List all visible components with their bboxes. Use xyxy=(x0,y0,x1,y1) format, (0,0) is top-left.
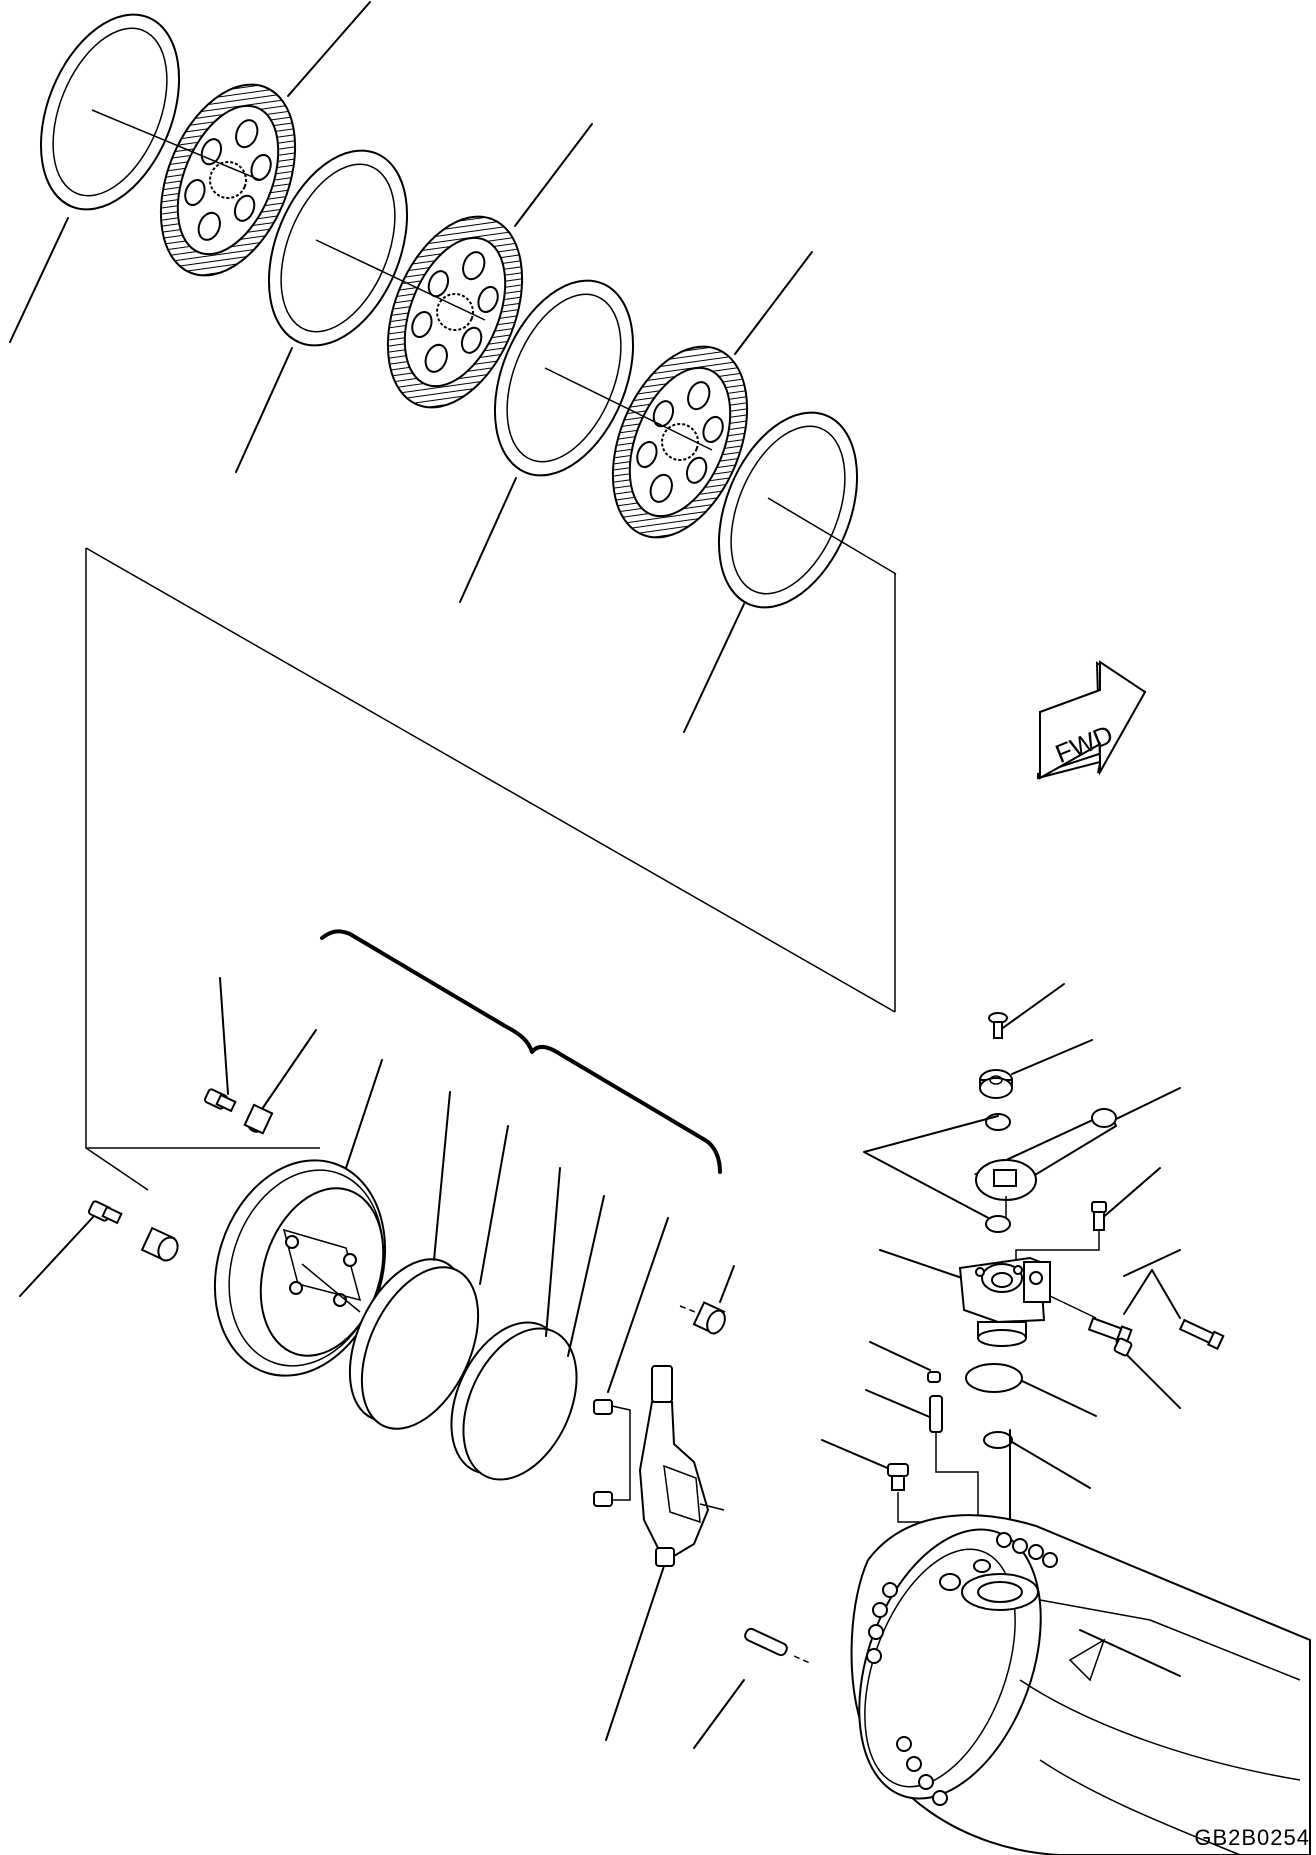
stud-pin xyxy=(693,1627,813,1749)
lever-arm xyxy=(973,1087,1181,1222)
axle-housing xyxy=(850,1429,1311,1855)
bolt xyxy=(203,977,237,1113)
o-ring xyxy=(985,1215,1011,1233)
drawing-code: GB2B0254 xyxy=(1194,1825,1310,1850)
o-ring xyxy=(965,1363,1097,1417)
bolt-holes xyxy=(866,1532,1058,1806)
bolt xyxy=(19,1200,123,1297)
sleeve xyxy=(679,1265,735,1335)
washer xyxy=(979,1039,1093,1099)
o-ring xyxy=(983,1431,1091,1489)
friction-disc xyxy=(611,345,749,539)
fwd-direction-arrow: FWD xyxy=(1037,660,1147,780)
leader-o-rings xyxy=(863,1115,999,1223)
friction-disc xyxy=(386,215,524,409)
screw xyxy=(988,983,1065,1039)
seal-rings xyxy=(348,1091,605,1481)
separator-plate xyxy=(39,13,181,211)
kit-brace xyxy=(320,929,722,1174)
piston-housing xyxy=(213,1059,387,1377)
cam-bracket xyxy=(879,1249,1097,1347)
assembly-frame xyxy=(85,547,896,1191)
screw xyxy=(1015,1167,1161,1268)
sleeve xyxy=(140,1226,179,1262)
plug xyxy=(869,1341,941,1383)
spindle-lever xyxy=(593,1217,725,1741)
separator-plate xyxy=(267,149,409,347)
bolts-pair xyxy=(1087,1269,1225,1409)
sleeve xyxy=(243,1029,317,1135)
disc-stack xyxy=(39,13,897,609)
leader-lines-top xyxy=(9,1,813,733)
